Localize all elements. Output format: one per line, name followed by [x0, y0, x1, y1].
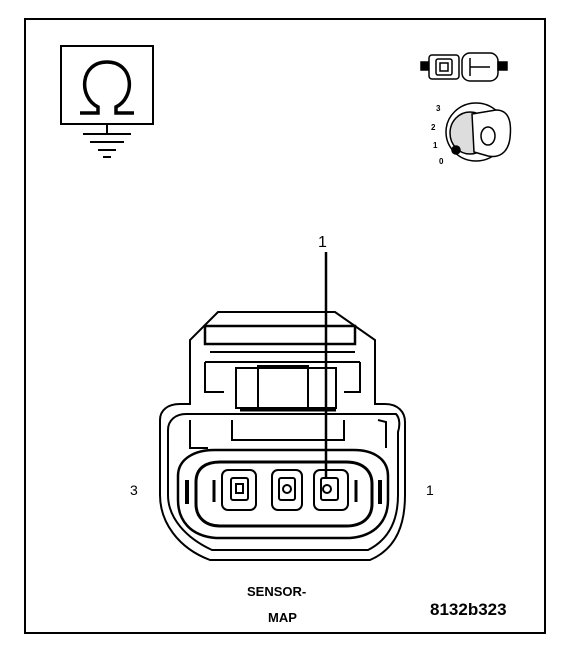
diagram-frame [24, 18, 546, 634]
connector-body [159, 311, 406, 561]
pin-label-right: 1 [426, 482, 434, 498]
pin-label-left: 3 [130, 482, 138, 498]
caption-line-2-text: MAP [268, 610, 297, 625]
connector-disconnect-icon [420, 52, 508, 82]
ohm-ground-icon [60, 45, 154, 158]
figure-id: 8132b323 [430, 600, 507, 619]
pin-cavity-1 [313, 469, 358, 511]
caption-line-1-text: SENSOR- [247, 584, 307, 599]
callout-label: 1 [318, 234, 327, 251]
ignition-position-label: 0 [439, 157, 444, 166]
ignition-position-label: 1 [433, 141, 438, 150]
ignition-key-off-icon [445, 102, 512, 162]
ignition-position-label: 3 [436, 104, 441, 113]
pin-cavity-2 [271, 469, 303, 511]
pin-cavity-3 [212, 469, 257, 511]
ignition-position-label: 2 [431, 123, 436, 132]
